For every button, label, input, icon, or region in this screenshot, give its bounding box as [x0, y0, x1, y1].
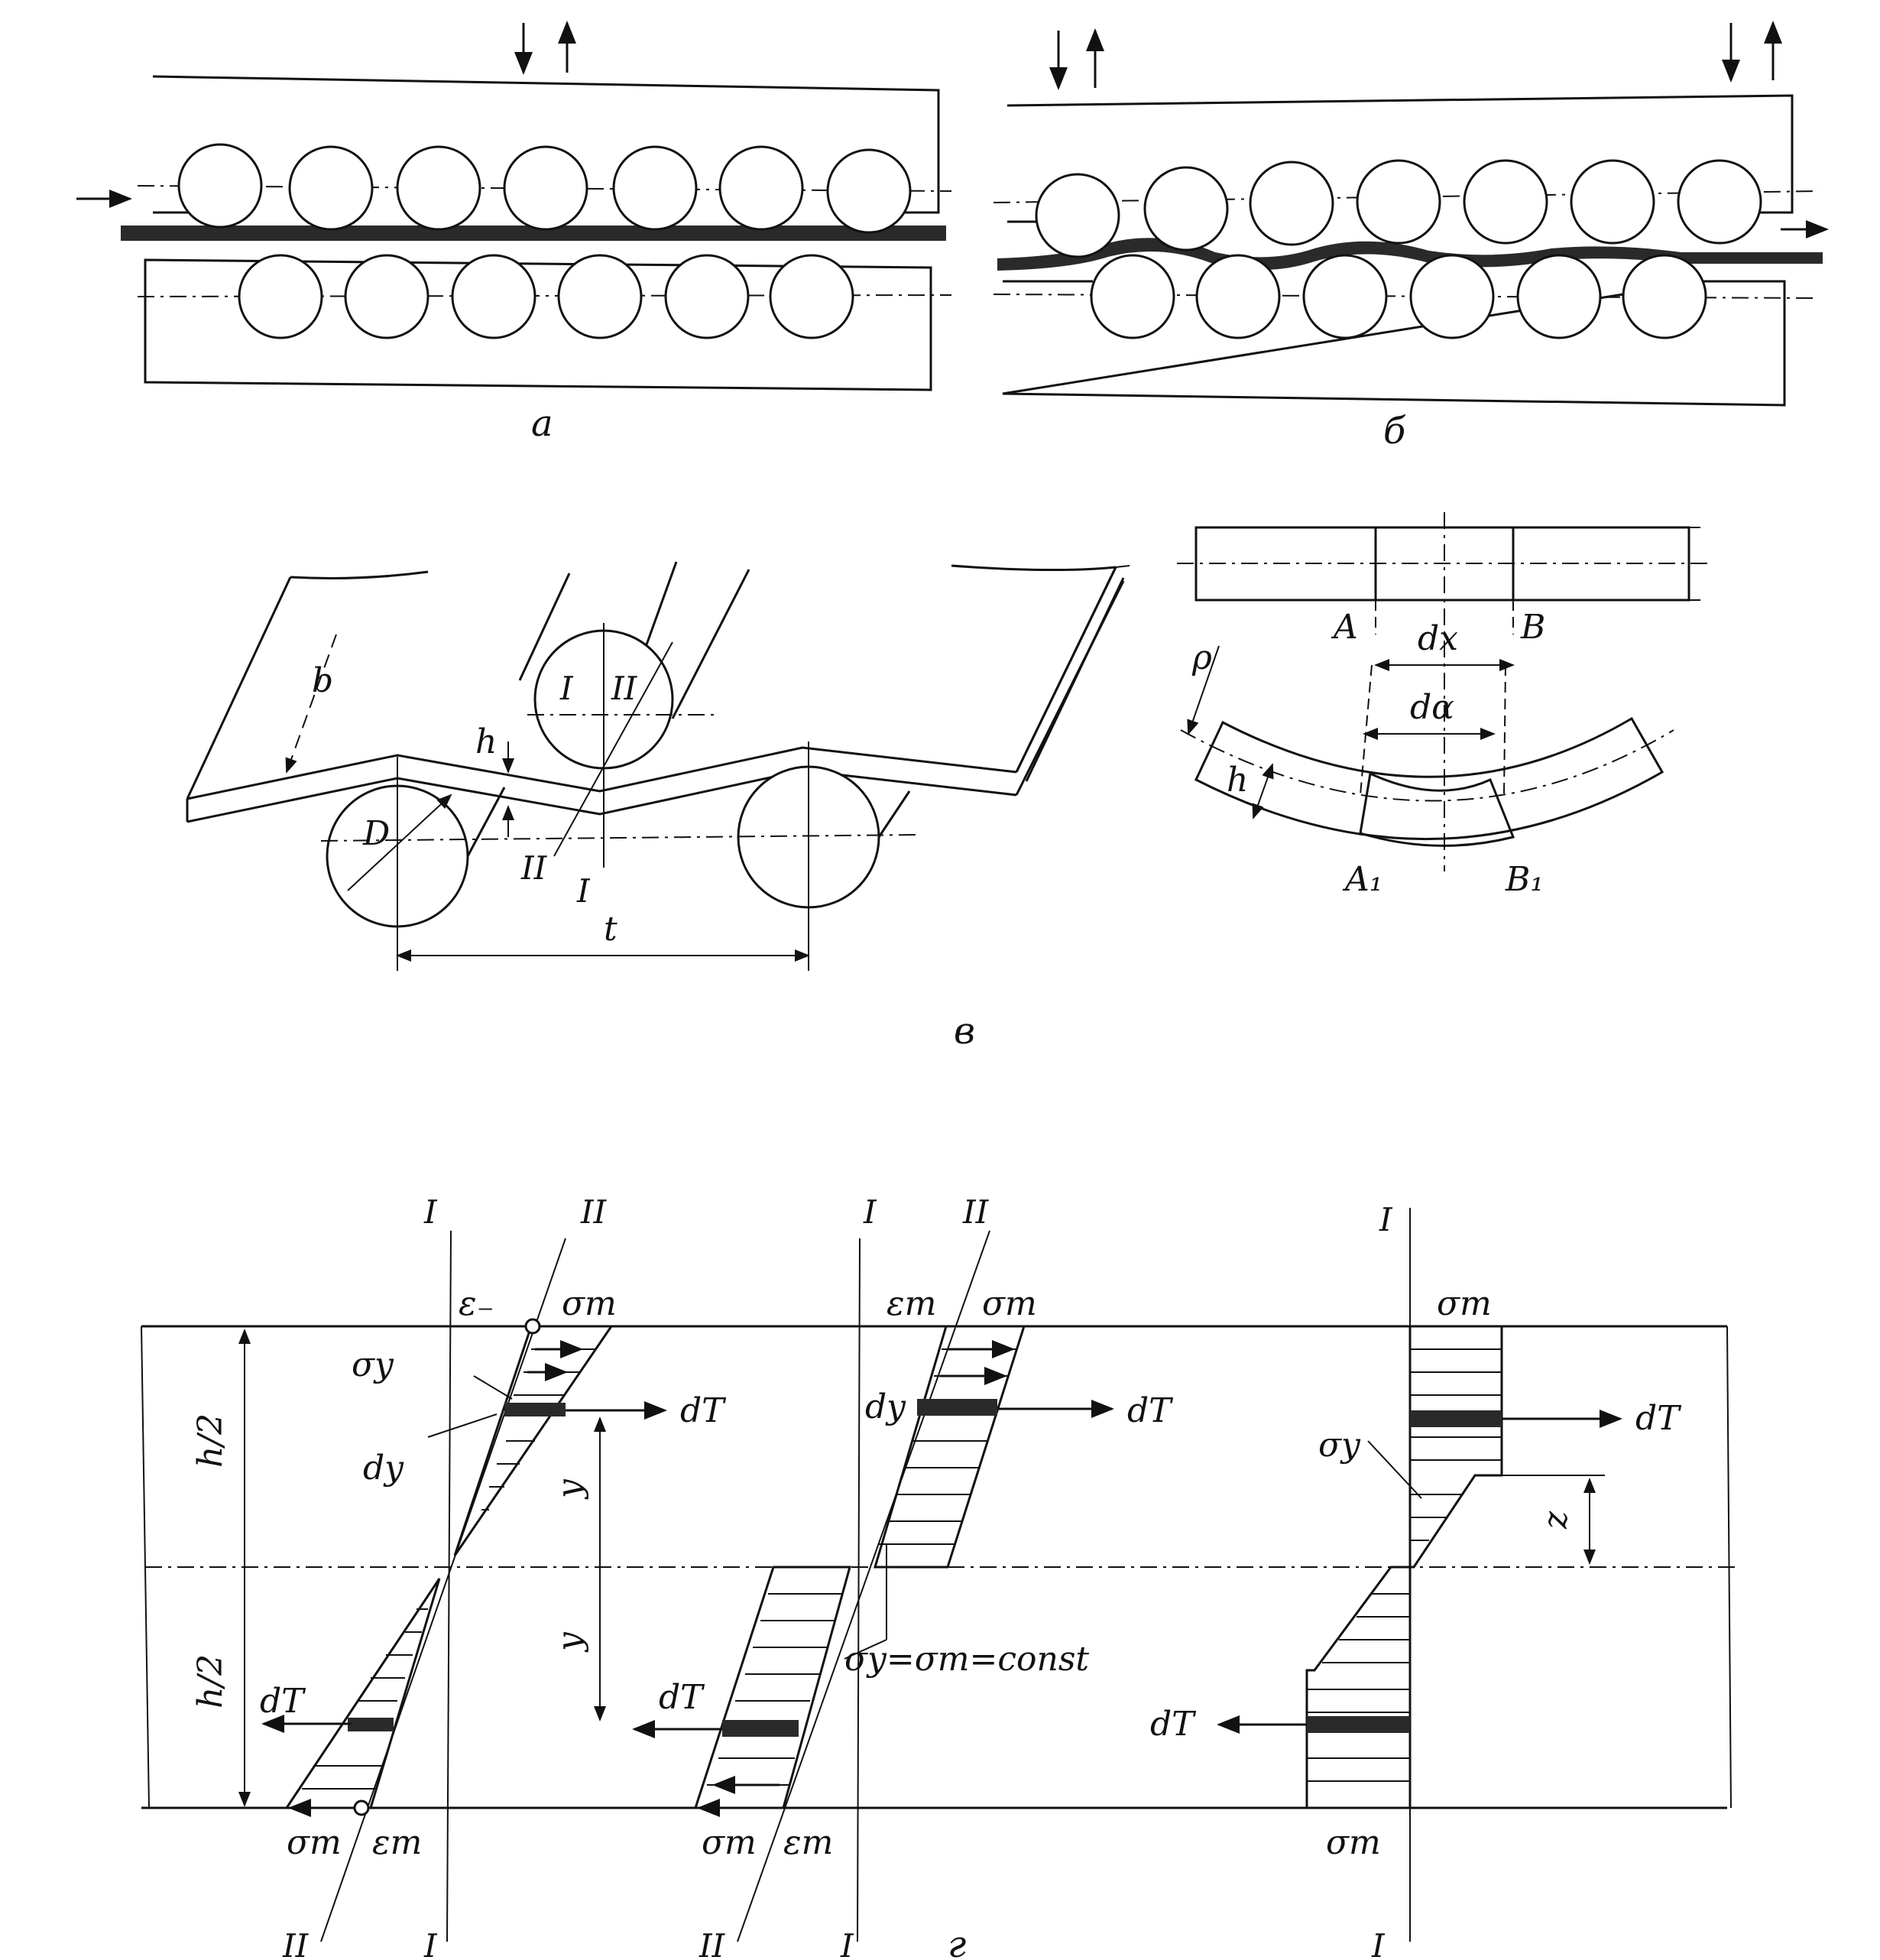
d3-dT-bottom: dT	[1150, 1705, 1197, 1744]
lower-rollers-b	[1090, 254, 1707, 339]
d3-dT-top: dT	[1635, 1399, 1682, 1438]
d1-sigma-y: σy	[352, 1345, 394, 1384]
d1-eps-t-bottom: εт	[372, 1823, 422, 1862]
section-II-upper: II	[611, 670, 638, 707]
d2-dy: dy	[865, 1387, 906, 1426]
label-A1: A₁	[1342, 860, 1382, 899]
d1-II-bottom: II	[282, 1927, 310, 1960]
label-half-h-top: h/2	[191, 1413, 230, 1468]
d1-I-bottom: I	[423, 1927, 438, 1960]
section-I-lower: I	[576, 872, 591, 910]
d3-sigma-t-bottom: σт	[1326, 1823, 1381, 1862]
label-rho: ρ	[1191, 638, 1212, 677]
elastic-plastic-stress-diagram: I II I II εт σт dy dT dT σy=σт=const σт …	[632, 1193, 1174, 1960]
lower-roller-cassette-b	[1002, 280, 1786, 407]
d2-sigma-t-bottom: σт	[702, 1823, 757, 1862]
d2-dT-bottom: dT	[659, 1678, 705, 1717]
caption-a: а	[531, 402, 553, 445]
panel-g-stress-diagrams: h/2 h/2	[141, 1193, 1735, 1960]
upper-roller-cassette	[152, 75, 940, 214]
label-t: t	[604, 910, 617, 949]
d2-II-top: II	[962, 1193, 990, 1231]
elastic-stress-diagram: I II I II ε₋ σт σy dy dT dT y y σт εт	[260, 1193, 727, 1960]
bent-element	[1194, 716, 1664, 840]
d2-II-bottom: II	[699, 1927, 726, 1960]
d2-dT-top: dT	[1127, 1391, 1174, 1430]
d2-eps-t-top: εт	[887, 1284, 936, 1323]
d1-dy: dy	[363, 1449, 404, 1488]
d2-const-equation: σy=σт=const	[844, 1640, 1089, 1679]
label-B: B	[1520, 608, 1545, 647]
plastic-stress-diagram: I I σт σy dT dT z σт	[1150, 1201, 1682, 1960]
label-half-h-bottom: h/2	[191, 1654, 230, 1709]
d1-y-bottom: y	[550, 1631, 589, 1653]
label-h-v: h	[475, 722, 497, 761]
panel-a-roller-leveler: а	[76, 21, 952, 445]
lower-rollers	[238, 254, 854, 339]
upper-rollers-b	[1035, 159, 1762, 258]
label-A: A	[1331, 608, 1358, 647]
d3-sigma-t-top: σт	[1437, 1284, 1492, 1323]
d3-I-bottom: I	[1371, 1927, 1386, 1960]
d2-I-bottom: I	[840, 1927, 854, 1960]
d1-eps-minus: ε₋	[459, 1284, 494, 1323]
label-dx: dx	[1418, 619, 1458, 658]
d2-I-top: I	[863, 1193, 877, 1231]
panel-v-bending-scheme: I II II I D t b h в	[186, 561, 1130, 1053]
d1-y-top: y	[550, 1478, 589, 1500]
d3-z: z	[1536, 1511, 1575, 1530]
caption-v: в	[954, 1010, 975, 1053]
d1-II-top: II	[580, 1193, 608, 1231]
d3-I-top: I	[1379, 1201, 1393, 1238]
caption-g: г	[948, 1923, 966, 1960]
d1-sigma-t-bottom: σт	[287, 1823, 342, 1862]
label-b: b	[312, 661, 333, 700]
label-B1: B₁	[1505, 860, 1544, 899]
section-I-upper: I	[559, 670, 574, 707]
label-D: D	[362, 814, 390, 853]
caption-b: б	[1383, 410, 1406, 453]
d1-dT-top: dT	[680, 1391, 727, 1430]
upper-rollers	[177, 143, 912, 234]
d2-eps-t-bottom: εт	[783, 1823, 833, 1862]
label-dalpha: dα	[1410, 688, 1454, 727]
lower-roller-cassette	[144, 258, 932, 391]
bending-element-detail: A B dx dα ρ h A₁ B₁	[1177, 512, 1712, 899]
panel-b-roller-leveler: б	[993, 21, 1829, 453]
wavy-strip	[997, 238, 1823, 271]
d3-sigma-y: σy	[1318, 1426, 1361, 1465]
d1-I-top: I	[423, 1193, 438, 1231]
d1-sigma-t-top: σт	[562, 1284, 617, 1323]
d2-sigma-t-top: σт	[982, 1284, 1037, 1323]
section-II-lower: II	[520, 849, 548, 887]
label-h-element: h	[1227, 761, 1248, 800]
d1-dT-bottom: dT	[260, 1682, 306, 1721]
